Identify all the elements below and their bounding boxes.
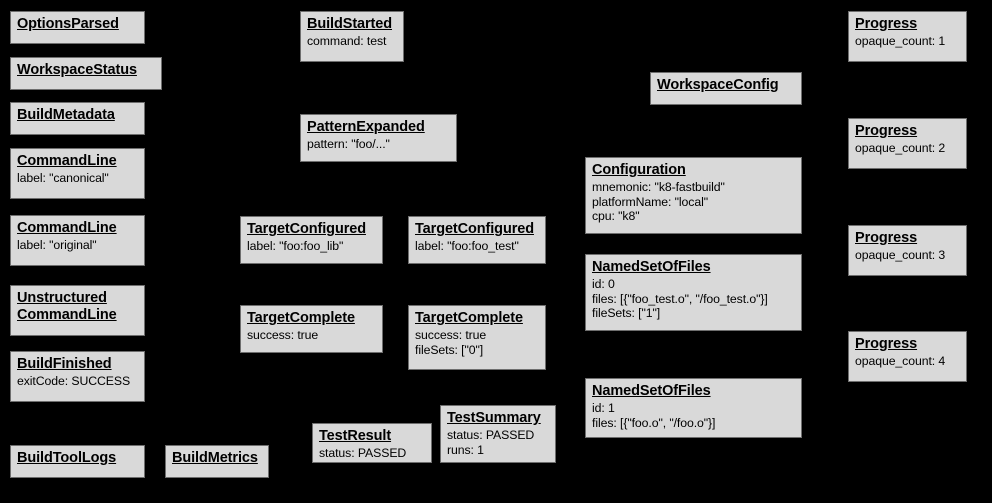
event-node-build-finished[interactable]: BuildFinished exitCode: SUCCESS [10, 351, 145, 402]
event-node-progress-4[interactable]: Progress opaque_count: 4 [848, 331, 967, 382]
event-node-title: NamedSetOfFiles [592, 383, 711, 399]
event-node-title: Progress [855, 230, 918, 246]
event-node-field: files: [{"foo.o", "/foo.o"}] [592, 415, 716, 430]
event-node-fields: opaque_count: 2 [855, 141, 960, 156]
event-node-title: TargetConfigured [247, 221, 366, 237]
event-node-fields: pattern: "foo/..." [307, 137, 450, 152]
event-node-fields: opaque_count: 4 [855, 354, 960, 369]
event-node-title: Progress [855, 16, 918, 32]
event-node-command-line-canonical[interactable]: CommandLine label: "canonical" [10, 148, 145, 199]
event-node-field: runs: 1 [447, 442, 484, 457]
event-node-fields: mnemonic: "k8-fastbuild"platformName: "l… [592, 180, 795, 224]
event-node-field: label: "foo:foo_lib" [247, 239, 344, 254]
event-node-target-configured-foo-lib[interactable]: TargetConfigured label: "foo:foo_lib" [240, 216, 383, 264]
event-node-title: NamedSetOfFiles [592, 259, 711, 275]
event-node-options-parsed[interactable]: OptionsParsed [10, 11, 145, 44]
event-node-field: fileSets: ["1"] [592, 306, 661, 321]
event-node-title: Progress [855, 123, 918, 139]
event-node-field: success: true [415, 328, 487, 343]
event-node-field: platformName: "local" [592, 194, 708, 209]
event-node-field: id: 0 [592, 277, 615, 292]
event-node-title: WorkspaceConfig [657, 77, 779, 93]
event-node-title: BuildToolLogs [17, 450, 117, 466]
event-node-pattern-expanded[interactable]: PatternExpanded pattern: "foo/..." [300, 114, 457, 162]
event-node-title: OptionsParsed [17, 16, 119, 32]
event-node-title: TargetComplete [415, 310, 523, 326]
event-node-title: Unstructured CommandLine [17, 290, 117, 324]
event-node-title: Progress [855, 336, 918, 352]
event-node-workspace-status[interactable]: WorkspaceStatus [10, 57, 162, 90]
event-node-fields: command: test [307, 34, 397, 49]
event-node-field: opaque_count: 2 [855, 141, 946, 156]
event-node-fields: label: "foo:foo_lib" [247, 239, 376, 254]
event-node-target-configured-foo-test[interactable]: TargetConfigured label: "foo:foo_test" [408, 216, 546, 264]
event-node-fields: label: "foo:foo_test" [415, 239, 539, 254]
event-node-field: opaque_count: 4 [855, 354, 946, 369]
event-node-field: files: [{"foo_test.o", "/foo_test.o"}] [592, 291, 768, 306]
event-node-fields: label: "canonical" [17, 171, 138, 186]
event-node-field: opaque_count: 1 [855, 34, 946, 49]
event-node-fields: exitCode: SUCCESS [17, 374, 138, 389]
event-node-workspace-config[interactable]: WorkspaceConfig [650, 72, 802, 105]
event-node-unstructured-command-line[interactable]: Unstructured CommandLine [10, 285, 145, 336]
event-node-configuration[interactable]: Configuration mnemonic: "k8-fastbuild"pla… [585, 157, 802, 234]
event-node-build-metrics[interactable]: BuildMetrics [165, 445, 269, 478]
event-node-title: TestSummary [447, 410, 541, 426]
event-node-title: BuildMetadata [17, 107, 115, 123]
event-node-title: WorkspaceStatus [17, 62, 137, 78]
event-node-fields: opaque_count: 3 [855, 248, 960, 263]
event-node-title: CommandLine [17, 153, 117, 169]
event-node-field: command: test [307, 34, 387, 49]
event-node-field: fileSets: ["0"] [415, 342, 484, 357]
event-node-build-metadata[interactable]: BuildMetadata [10, 102, 145, 135]
event-node-field: status: PASSED [447, 428, 535, 443]
event-node-progress-1[interactable]: Progress opaque_count: 1 [848, 11, 967, 62]
event-node-field: status: PASSED [319, 446, 407, 461]
event-node-test-result[interactable]: TestResult status: PASSED [312, 423, 432, 463]
event-node-target-complete-foo-lib[interactable]: TargetComplete success: true [240, 305, 383, 353]
event-node-field: opaque_count: 3 [855, 248, 946, 263]
event-node-title: BuildMetrics [172, 450, 258, 466]
event-node-title: TargetComplete [247, 310, 355, 326]
event-node-progress-2[interactable]: Progress opaque_count: 2 [848, 118, 967, 169]
event-node-field: label: "canonical" [17, 171, 109, 186]
event-node-field: success: true [247, 328, 319, 343]
event-node-title: TestResult [319, 428, 392, 444]
event-node-title: BuildFinished [17, 356, 112, 372]
event-node-fields: success: true [247, 328, 376, 343]
event-node-field: label: "foo:foo_test" [415, 239, 519, 254]
event-node-field: exitCode: SUCCESS [17, 374, 131, 389]
event-node-fields: status: PASSED [319, 446, 425, 461]
event-node-fields: opaque_count: 1 [855, 34, 960, 49]
event-node-field: label: "original" [17, 238, 97, 253]
event-node-field: pattern: "foo/..." [307, 137, 390, 152]
event-node-field: mnemonic: "k8-fastbuild" [592, 180, 725, 195]
event-node-field: cpu: "k8" [592, 209, 640, 224]
event-node-fields: label: "original" [17, 238, 138, 253]
event-node-title: BuildStarted [307, 16, 393, 32]
event-node-title: Configuration [592, 162, 686, 178]
event-node-build-tool-logs[interactable]: BuildToolLogs [10, 445, 145, 478]
event-node-progress-3[interactable]: Progress opaque_count: 3 [848, 225, 967, 276]
event-node-title: CommandLine [17, 220, 117, 236]
event-node-command-line-original[interactable]: CommandLine label: "original" [10, 215, 145, 266]
event-node-title: PatternExpanded [307, 119, 425, 135]
event-node-field: id: 1 [592, 401, 615, 416]
event-node-title: TargetConfigured [415, 221, 534, 237]
event-node-build-started[interactable]: BuildStarted command: test [300, 11, 404, 62]
